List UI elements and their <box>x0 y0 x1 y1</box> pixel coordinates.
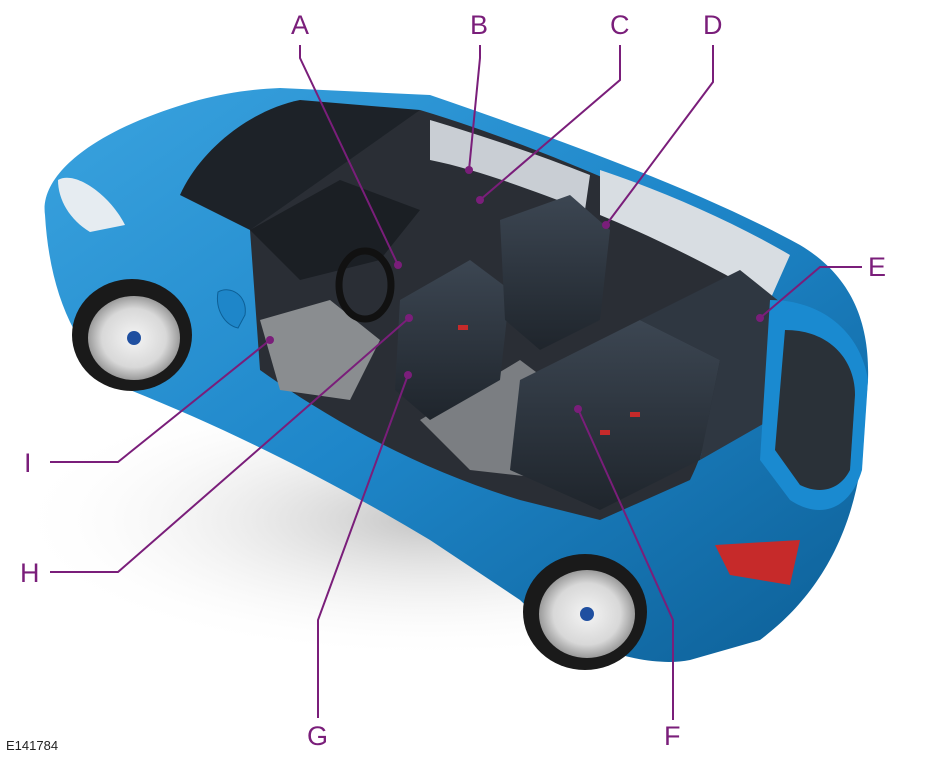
driver-seat <box>395 260 510 420</box>
callout-label-b: B <box>470 10 489 40</box>
leader-d <box>605 45 714 226</box>
callout-label-e: E <box>868 252 887 282</box>
callout-label-d: D <box>703 10 723 40</box>
rear-glass <box>775 330 855 490</box>
callout-label-g: G <box>307 721 329 751</box>
callout-dot-f <box>574 405 582 413</box>
leader-e <box>759 266 862 319</box>
callout-label-h: H <box>20 558 40 588</box>
callout-label-f: F <box>664 721 681 751</box>
buckle <box>630 412 640 417</box>
image-reference-code: E141784 <box>6 738 59 753</box>
callout-dot-i <box>266 336 274 344</box>
callout-dot-a <box>394 261 402 269</box>
leader-b <box>468 45 481 171</box>
leader-i <box>50 339 271 463</box>
front-side-glass <box>430 120 590 210</box>
rear-bench-right <box>640 270 790 460</box>
callout-dot-d <box>602 221 610 229</box>
callout-dot-c <box>476 196 484 204</box>
front-floor <box>260 300 380 400</box>
passenger-seat <box>500 195 610 350</box>
callout-label-a: A <box>291 10 310 40</box>
leader-g <box>317 374 409 718</box>
wing-mirror <box>216 289 246 329</box>
callout-label-c: C <box>610 10 630 40</box>
tail-light <box>715 540 800 585</box>
leader-f <box>577 408 674 720</box>
callout-label-i: I <box>24 448 32 478</box>
rear-side-glass <box>600 170 790 300</box>
callout-dot-b <box>465 166 473 174</box>
leader-h <box>50 317 410 573</box>
callout-dot-h <box>405 314 413 322</box>
leader-c <box>479 45 621 201</box>
front-wheel <box>72 279 192 391</box>
buckle <box>458 325 468 330</box>
headlight <box>58 177 125 232</box>
callout-dot-e <box>756 314 764 322</box>
buckle <box>600 430 610 435</box>
rear-wheel <box>523 554 647 670</box>
leader-a <box>299 45 399 266</box>
steering-wheel <box>335 247 395 323</box>
callout-dot-g <box>404 371 412 379</box>
rear-bench <box>510 320 720 510</box>
